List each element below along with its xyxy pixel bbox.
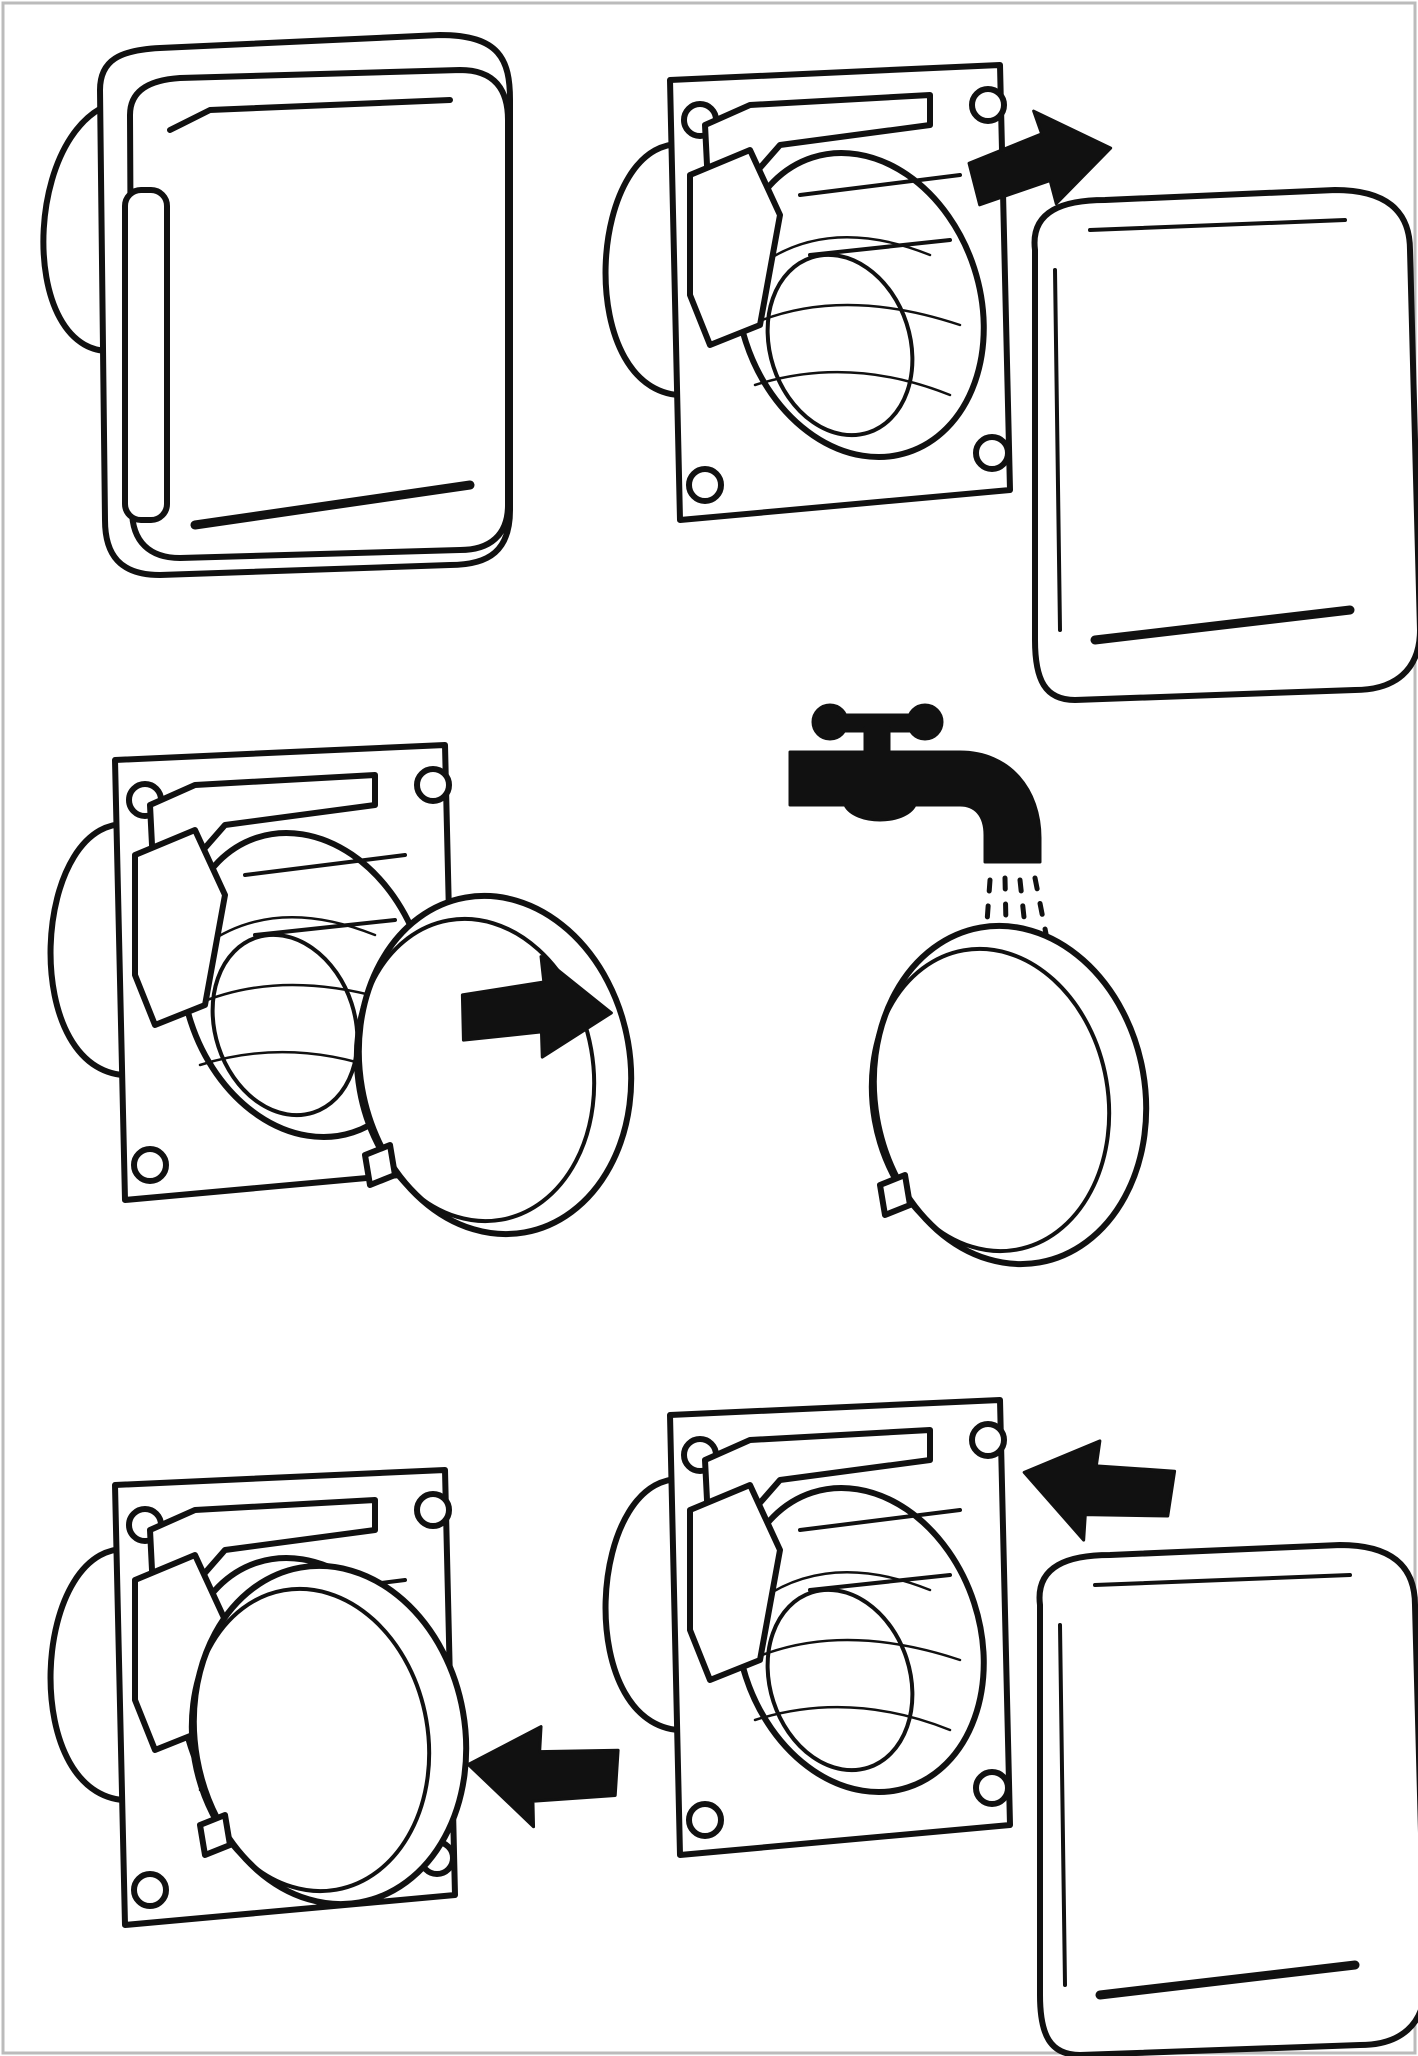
arrow-in-icon bbox=[1009, 1422, 1184, 1561]
fan-housing-icon bbox=[606, 65, 1022, 520]
step-refit-front-cover bbox=[606, 1400, 1418, 2055]
front-cover-icon bbox=[1040, 1545, 1418, 2055]
inner-ring-icon bbox=[847, 904, 1172, 1286]
water-tap-icon bbox=[788, 703, 1042, 864]
front-cover-icon bbox=[1035, 190, 1418, 700]
step-remove-front-cover bbox=[606, 65, 1418, 700]
step-fan-assembled bbox=[40, 32, 513, 578]
arrow-in-icon bbox=[458, 1713, 627, 1842]
step-refit-inner-ring bbox=[51, 1470, 627, 1926]
step-remove-inner-ring bbox=[51, 745, 658, 1256]
fan-housing-icon bbox=[606, 1400, 1022, 1855]
step-rinse-ring-under-tap bbox=[788, 703, 1172, 1286]
fan-cover-icon bbox=[40, 32, 513, 578]
